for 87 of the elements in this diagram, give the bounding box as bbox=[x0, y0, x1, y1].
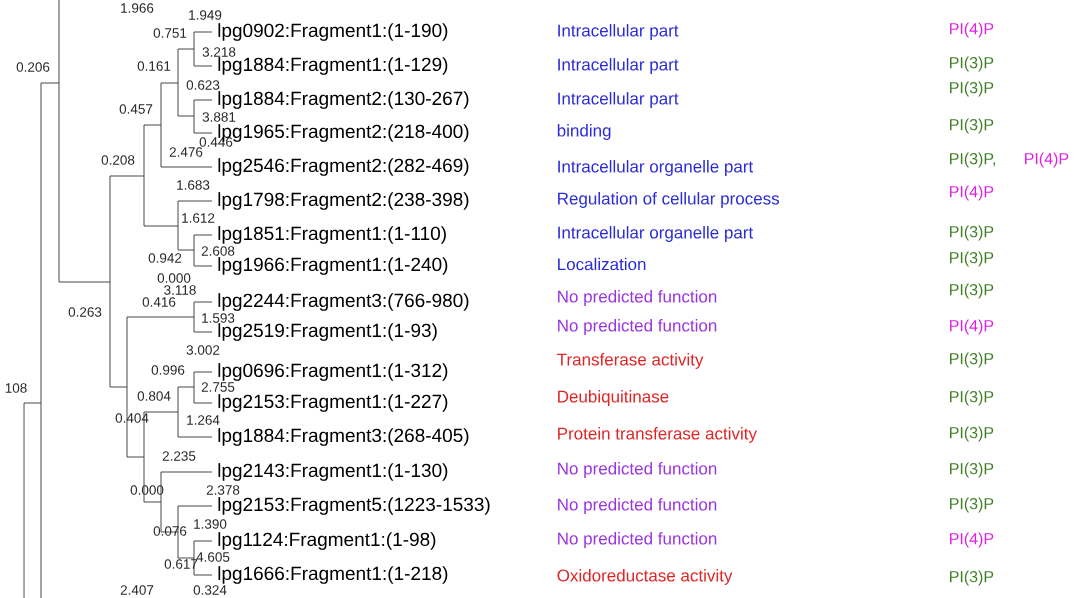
branch-length-label: 2.608 bbox=[201, 246, 235, 256]
leaf-label: lpg1884:Fragment2:(130-267) bbox=[218, 91, 469, 109]
function-label: No predicted function bbox=[558, 319, 717, 335]
branch-length-label: 0.623 bbox=[186, 80, 220, 90]
lipid-label: PI(3)P bbox=[950, 81, 994, 97]
leaf-label: lpg2546:Fragment2:(282-469) bbox=[218, 158, 469, 176]
lipid-label: PI(3)P bbox=[950, 462, 994, 478]
leaf-label: lpg1798:Fragment2:(238-398) bbox=[218, 192, 469, 210]
lipid-label: PI(3)P bbox=[950, 56, 994, 72]
lipid-label: PI(3)P bbox=[950, 390, 994, 406]
leaf-label: lpg1124:Fragment1:(1-98) bbox=[218, 532, 436, 550]
branch-length-label: 0.751 bbox=[153, 28, 187, 38]
lipid-label: PI(3)P bbox=[950, 497, 994, 513]
branch-length-label: 2.476 bbox=[169, 147, 203, 157]
branch-length-label: 1.612 bbox=[182, 213, 215, 223]
branch-length-label: 3.881 bbox=[202, 112, 236, 122]
branch-length-label: 1.683 bbox=[177, 180, 210, 190]
function-label: Localization bbox=[558, 257, 646, 271]
branch-length-label: 2.378 bbox=[206, 485, 240, 495]
lipid-label: PI(3)P bbox=[950, 426, 994, 442]
branch-length-label: 1.966 bbox=[121, 3, 154, 13]
lipid-label: PI(3)P bbox=[950, 118, 994, 134]
branch-length-label: 108 bbox=[5, 383, 27, 393]
lipid-label: PI(3)P bbox=[950, 251, 994, 267]
lipid-label: PI(4)P bbox=[950, 185, 994, 201]
leaf-label: lpg2153:Fragment1:(1-227) bbox=[218, 394, 448, 412]
branch-length-label: 0.404 bbox=[115, 413, 149, 423]
branch-length-label: 4.605 bbox=[196, 552, 230, 562]
leaf-label: lpg1884:Fragment3:(268-405) bbox=[218, 428, 469, 446]
function-label: Intracellular part bbox=[558, 24, 679, 40]
branch-length-label: 1.264 bbox=[187, 415, 220, 425]
function-label: Intracellular part bbox=[558, 58, 679, 74]
lipid-label: PI(4)P bbox=[950, 22, 994, 38]
branch-length-label: 3.118 bbox=[164, 285, 196, 295]
branch-length-label: 0.000 bbox=[157, 273, 191, 283]
branch-length-label: 1.949 bbox=[189, 10, 222, 20]
branch-length-label: 1.593 bbox=[202, 313, 235, 323]
branch-length-label: 0.000 bbox=[130, 485, 164, 495]
function-label: No predicted function bbox=[558, 532, 717, 548]
lipid-label: PI(4)P bbox=[950, 319, 994, 335]
leaf-label: lpg2153:Fragment5:(1223-1533) bbox=[218, 497, 490, 515]
function-label: Transferase activity bbox=[557, 353, 704, 369]
leaf-label: lpg1884:Fragment1:(1-129) bbox=[218, 57, 448, 75]
branch-length-label: 2.407 bbox=[120, 585, 154, 595]
leaf-label: lpg2244:Fragment3:(766-980) bbox=[218, 293, 469, 311]
function-label: Regulation of cellular process bbox=[558, 192, 780, 208]
leaf-label: lpg2143:Fragment1:(1-130) bbox=[218, 463, 448, 481]
branch-length-label: 2.235 bbox=[162, 451, 196, 461]
function-label: Deubiquitinase bbox=[558, 390, 669, 406]
lipid-label: PI(3)P bbox=[950, 570, 994, 586]
branch-length-label: 0.076 bbox=[153, 526, 187, 536]
leaf-label: lpg1851:Fragment1:(1-110) bbox=[218, 226, 446, 244]
branch-length-label: 0.942 bbox=[148, 253, 182, 263]
leaf-label: lpg0696:Fragment1:(1-312) bbox=[218, 363, 448, 381]
function-label: No predicted function bbox=[558, 498, 717, 514]
function-label: Oxidoreductase activity bbox=[557, 569, 733, 585]
branch-length-label: 3.218 bbox=[202, 47, 236, 57]
lipid-label: PI(3)P bbox=[950, 352, 994, 368]
lipid-label: PI(3)P bbox=[950, 283, 994, 299]
branch-length-label: 0.263 bbox=[68, 307, 102, 317]
branch-length-label: 0.416 bbox=[142, 297, 176, 307]
leaf-label: lpg2519:Fragment1:(1-93) bbox=[218, 323, 437, 341]
function-label: No predicted function bbox=[558, 290, 717, 306]
lipid-label: PI(4)P bbox=[950, 532, 994, 548]
leaf-label: lpg1666:Fragment1:(1-218) bbox=[218, 566, 448, 584]
lipid-label: PI(3)P bbox=[950, 225, 994, 241]
branch-length-label: 3.002 bbox=[186, 345, 220, 355]
branch-length-label: 0.804 bbox=[137, 391, 171, 401]
branch-length-label: 0.161 bbox=[137, 61, 171, 71]
branch-length-label: 0.617 bbox=[164, 559, 198, 569]
leaf-label: lpg0902:Fragment1:(1-190) bbox=[218, 23, 448, 41]
branch-length-label: 0.457 bbox=[119, 104, 153, 114]
function-label: Protein transferase activity bbox=[558, 427, 757, 443]
lipid-label: PI(3)P, bbox=[950, 152, 995, 168]
branch-length-label: 0.206 bbox=[16, 62, 50, 72]
branch-length-label: 0.996 bbox=[151, 365, 185, 375]
function-label: No predicted function bbox=[558, 462, 717, 478]
branch-length-label: 1.390 bbox=[194, 519, 227, 529]
branch-length-label: 2.755 bbox=[201, 382, 235, 392]
function-label: Intracellular organelle part bbox=[558, 160, 754, 176]
branch-length-label: 0.208 bbox=[101, 155, 135, 165]
function-label: binding bbox=[557, 124, 611, 140]
lipid-label: PI(4)P bbox=[1025, 152, 1069, 168]
branch-length-label: 0.324 bbox=[193, 585, 227, 595]
leaf-label: lpg1966:Fragment1:(1-240) bbox=[218, 257, 448, 275]
function-label: Intracellular organelle part bbox=[558, 226, 754, 242]
function-label: Intracellular part bbox=[558, 92, 679, 108]
